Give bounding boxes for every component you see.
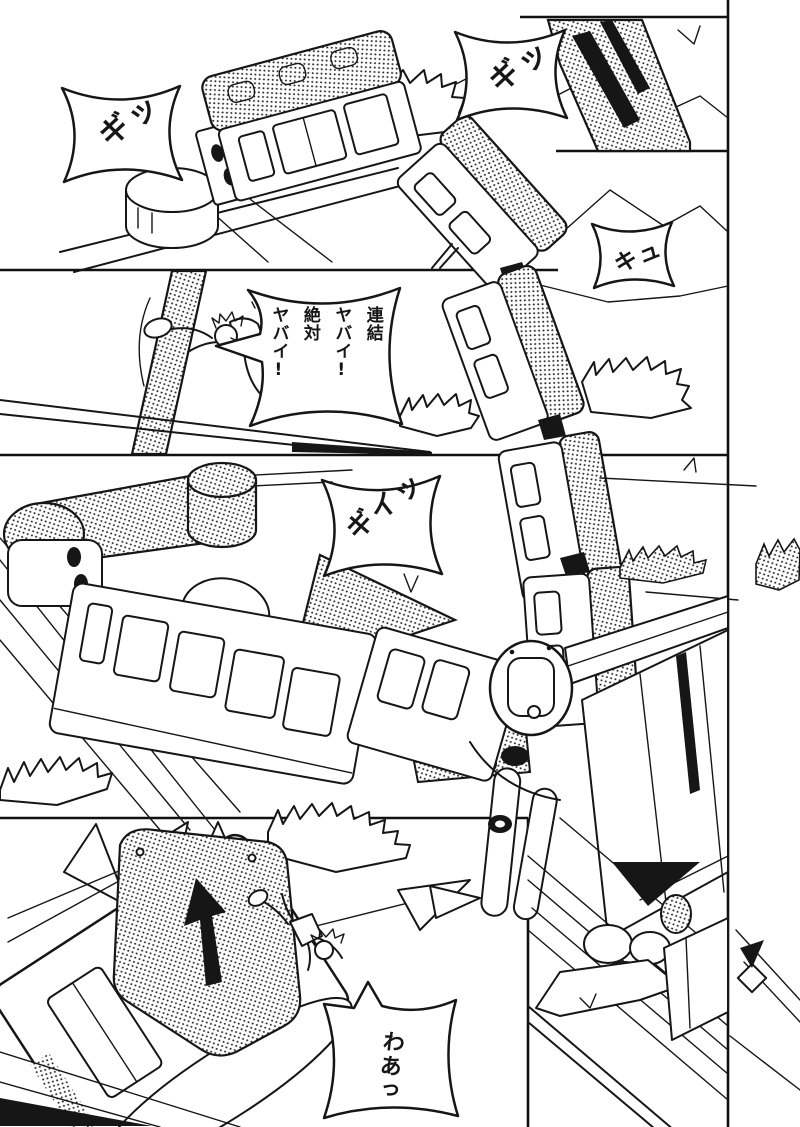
speech-line: ヤバイ! bbox=[268, 306, 289, 381]
bubbles bbox=[60, 28, 676, 1120]
tree bbox=[581, 356, 692, 419]
sfx-bubble-top-right bbox=[453, 28, 569, 122]
bottommiddle-panel-scene bbox=[527, 817, 800, 1127]
train-car-tilted bbox=[346, 626, 523, 782]
debris-box bbox=[663, 917, 729, 1041]
bottomleft-panel-scene bbox=[0, 821, 481, 1127]
train-car-2 bbox=[396, 115, 568, 292]
sfx-bubble-top-left bbox=[60, 84, 184, 184]
tree-toned bbox=[755, 537, 800, 591]
train-car-3 bbox=[441, 264, 585, 441]
monorail-front-car bbox=[469, 595, 729, 939]
middle-panel-scene bbox=[0, 461, 800, 939]
sfx-bubble-creak bbox=[320, 474, 444, 578]
speech-line: 連結 bbox=[362, 306, 383, 342]
top-panel-scene bbox=[59, 18, 729, 728]
pole bbox=[130, 269, 208, 456]
tree bbox=[267, 802, 411, 873]
wind-mark bbox=[677, 25, 701, 45]
tree-toned bbox=[619, 544, 708, 584]
speech-line: ヤバイ! bbox=[331, 306, 352, 381]
debris-knob bbox=[660, 894, 692, 934]
tree bbox=[0, 756, 113, 806]
character-thrown bbox=[247, 889, 345, 971]
motion-arrow bbox=[431, 243, 459, 269]
speech-text-yabai: 連結 ヤバイ! 絶対 ヤバイ! bbox=[262, 306, 388, 424]
tree bbox=[399, 393, 480, 437]
sfx-bubble-squeal bbox=[590, 220, 676, 290]
speech-line: 絶対 bbox=[299, 306, 320, 342]
wind-mark bbox=[403, 573, 419, 593]
speech-bubble-yabai bbox=[214, 286, 404, 428]
speech-bubble-waa bbox=[322, 980, 460, 1120]
pillar-drum bbox=[125, 167, 219, 249]
wind-mark bbox=[683, 457, 697, 473]
train-car-1 bbox=[195, 30, 422, 206]
wind-mark bbox=[579, 993, 597, 1009]
